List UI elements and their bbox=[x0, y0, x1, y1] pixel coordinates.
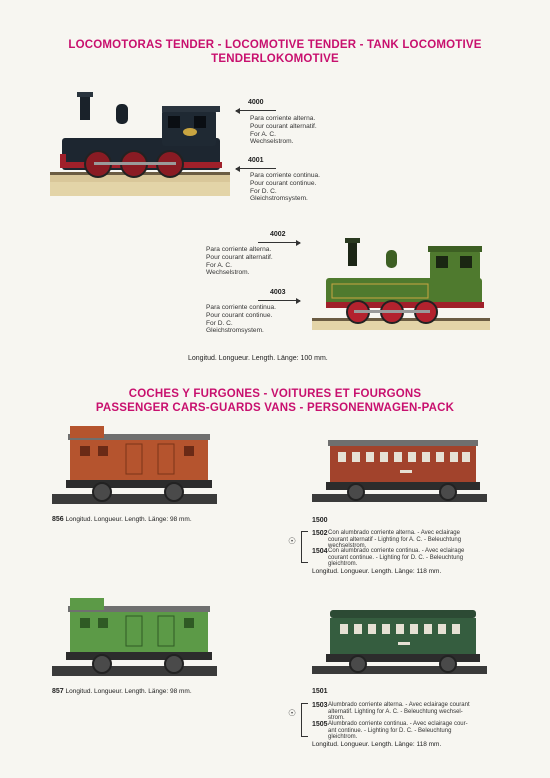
arrow-to-black-loco-ac bbox=[235, 107, 276, 114]
section-title-line2: PASSENGER CARS-GUARDS VANS - PERSONENWAG… bbox=[95, 402, 455, 414]
section-title-coaches: COCHES Y FURGONES - VOITURES ET FOURGONS… bbox=[0, 387, 550, 415]
variant-1505-desc: Alumbrado corriente continua. - Avec ecl… bbox=[328, 721, 468, 741]
desc-line: For A. C. bbox=[206, 261, 233, 269]
desc-line: wechselstrom. bbox=[328, 543, 367, 550]
desc-line: For D. C. bbox=[250, 187, 277, 195]
variant-1502: 1502 bbox=[312, 530, 328, 537]
coach-1500-length: Longitud. Longueur. Length. Länge: 118 m… bbox=[312, 568, 442, 575]
code-4001: 4001 bbox=[248, 157, 264, 164]
desc-line: Para corriente alterna. bbox=[250, 115, 316, 122]
desc-line: Alumbrado corriente continua. - Avec ecl… bbox=[328, 721, 468, 727]
desc-line: Gleichstromsystem. bbox=[250, 195, 308, 203]
variant-1503: 1503 bbox=[312, 702, 328, 709]
van-856-caption: 856 Longitud. Longueur. Length. Länge: 9… bbox=[52, 516, 192, 523]
desc-4002: Para corriente alterna. Pour courant alt… bbox=[206, 246, 273, 277]
desc-line: gleichtrom. bbox=[328, 734, 358, 741]
section-title-line1: COCHES Y FURGONES - VOITURES ET FOURGONS bbox=[128, 388, 422, 400]
desc-line: Para corriente alterna. bbox=[206, 246, 272, 253]
variant-bracket bbox=[301, 703, 308, 737]
variant-1503-desc: Alumbrado corriente alterna. - Avec ecla… bbox=[328, 702, 470, 722]
desc-line: Pour courant alternatif. bbox=[206, 253, 273, 261]
desc-line: Con alumbrado corriente continua. - Avec… bbox=[328, 548, 465, 554]
desc-line: Con alumbrado corriente alterna. - Avec … bbox=[328, 530, 460, 536]
black-tank-locomotive-image bbox=[50, 90, 230, 200]
desc-line: Para corriente continua. bbox=[250, 172, 321, 179]
desc-line: Wechselstrom. bbox=[206, 269, 250, 277]
variant-code: 1505 bbox=[312, 721, 328, 728]
desc-line: courant continue. - Lighting for D. C. -… bbox=[328, 554, 464, 561]
locomotive-length: Longitud. Longueur. Length. Länge: 100 m… bbox=[188, 355, 328, 362]
van-length: Longitud. Longueur. Length. Länge: 98 mm… bbox=[65, 516, 192, 523]
brown-guards-van-image bbox=[52, 424, 217, 508]
desc-line: For A. C. bbox=[250, 130, 277, 138]
variant-1502-desc: Con alumbrado corriente alterna. - Avec … bbox=[328, 530, 461, 550]
desc-line: gleichtrom. bbox=[328, 561, 358, 568]
green-guards-van-image bbox=[52, 596, 217, 680]
coach-1501-length: Longitud. Longueur. Length. Länge: 118 m… bbox=[312, 741, 442, 748]
desc-line: courant alternatif - Lighting for A. C. … bbox=[328, 536, 462, 543]
desc-line: alternatif. Lighting for A. C. - Beleuch… bbox=[328, 708, 463, 715]
variant-code: 1504 bbox=[312, 548, 328, 555]
code-4000: 4000 bbox=[248, 99, 264, 106]
lightbulb-icon: ☉ bbox=[288, 536, 297, 546]
desc-line: Gleichstromsystem. bbox=[206, 327, 264, 335]
arrow-to-green-loco-dc bbox=[258, 297, 301, 304]
desc-line: strom. bbox=[328, 715, 345, 722]
section-title-locomotives: LOCOMOTORAS TENDER - LOCOMOTIVE TENDER -… bbox=[0, 38, 550, 66]
coach-code: 1500 bbox=[312, 517, 328, 524]
van-code: 856 bbox=[52, 516, 64, 523]
coach-1501-code: 1501 bbox=[312, 688, 328, 695]
desc-line: Wechselstrom. bbox=[250, 138, 294, 146]
desc-4001: Para corriente continua. Pour courant co… bbox=[250, 172, 320, 203]
green-tank-locomotive-image bbox=[312, 238, 490, 336]
desc-line: Pour courant continue. bbox=[206, 311, 273, 319]
van-code: 857 bbox=[52, 688, 64, 695]
section-title-line1: LOCOMOTORAS TENDER - LOCOMOTIVE TENDER -… bbox=[68, 39, 482, 51]
van-857-caption: 857 Longitud. Longueur. Length. Länge: 9… bbox=[52, 688, 192, 695]
variant-bracket bbox=[301, 531, 308, 563]
arrow-to-black-loco-dc bbox=[235, 165, 276, 172]
desc-line: For D. C. bbox=[206, 319, 233, 327]
van-length: Longitud. Longueur. Length. Länge: 98 mm… bbox=[65, 688, 192, 695]
desc-line: Alumbrado corriente alterna. - Avec ecla… bbox=[328, 702, 470, 708]
desc-line: Pour courant continue. bbox=[250, 179, 317, 187]
section-title-line2: TENDERLOKOMOTIVE bbox=[211, 53, 339, 65]
brown-passenger-coach-image bbox=[312, 436, 487, 506]
variant-1504-desc: Con alumbrado corriente continua. - Avec… bbox=[328, 548, 464, 568]
variant-code: 1502 bbox=[312, 530, 328, 537]
desc-line: Para corriente continua. bbox=[206, 304, 277, 311]
variant-1504: 1504 bbox=[312, 548, 328, 555]
arrow-to-green-loco-ac bbox=[258, 239, 301, 246]
code-4002: 4002 bbox=[270, 231, 286, 238]
coach-1500-code: 1500 bbox=[312, 517, 328, 524]
variant-1505: 1505 bbox=[312, 721, 328, 728]
coach-code: 1501 bbox=[312, 688, 328, 695]
desc-line: ant continue. - Lighting for D. C. - Bel… bbox=[328, 727, 452, 734]
lightbulb-icon: ☉ bbox=[288, 708, 297, 718]
green-passenger-coach-image bbox=[312, 606, 487, 678]
variant-code: 1503 bbox=[312, 702, 328, 709]
desc-4003: Para corriente continua. Pour courant co… bbox=[206, 304, 276, 335]
code-4003: 4003 bbox=[270, 289, 286, 296]
desc-4000: Para corriente alterna. Pour courant alt… bbox=[250, 115, 317, 146]
desc-line: Pour courant alternatif. bbox=[250, 122, 317, 130]
